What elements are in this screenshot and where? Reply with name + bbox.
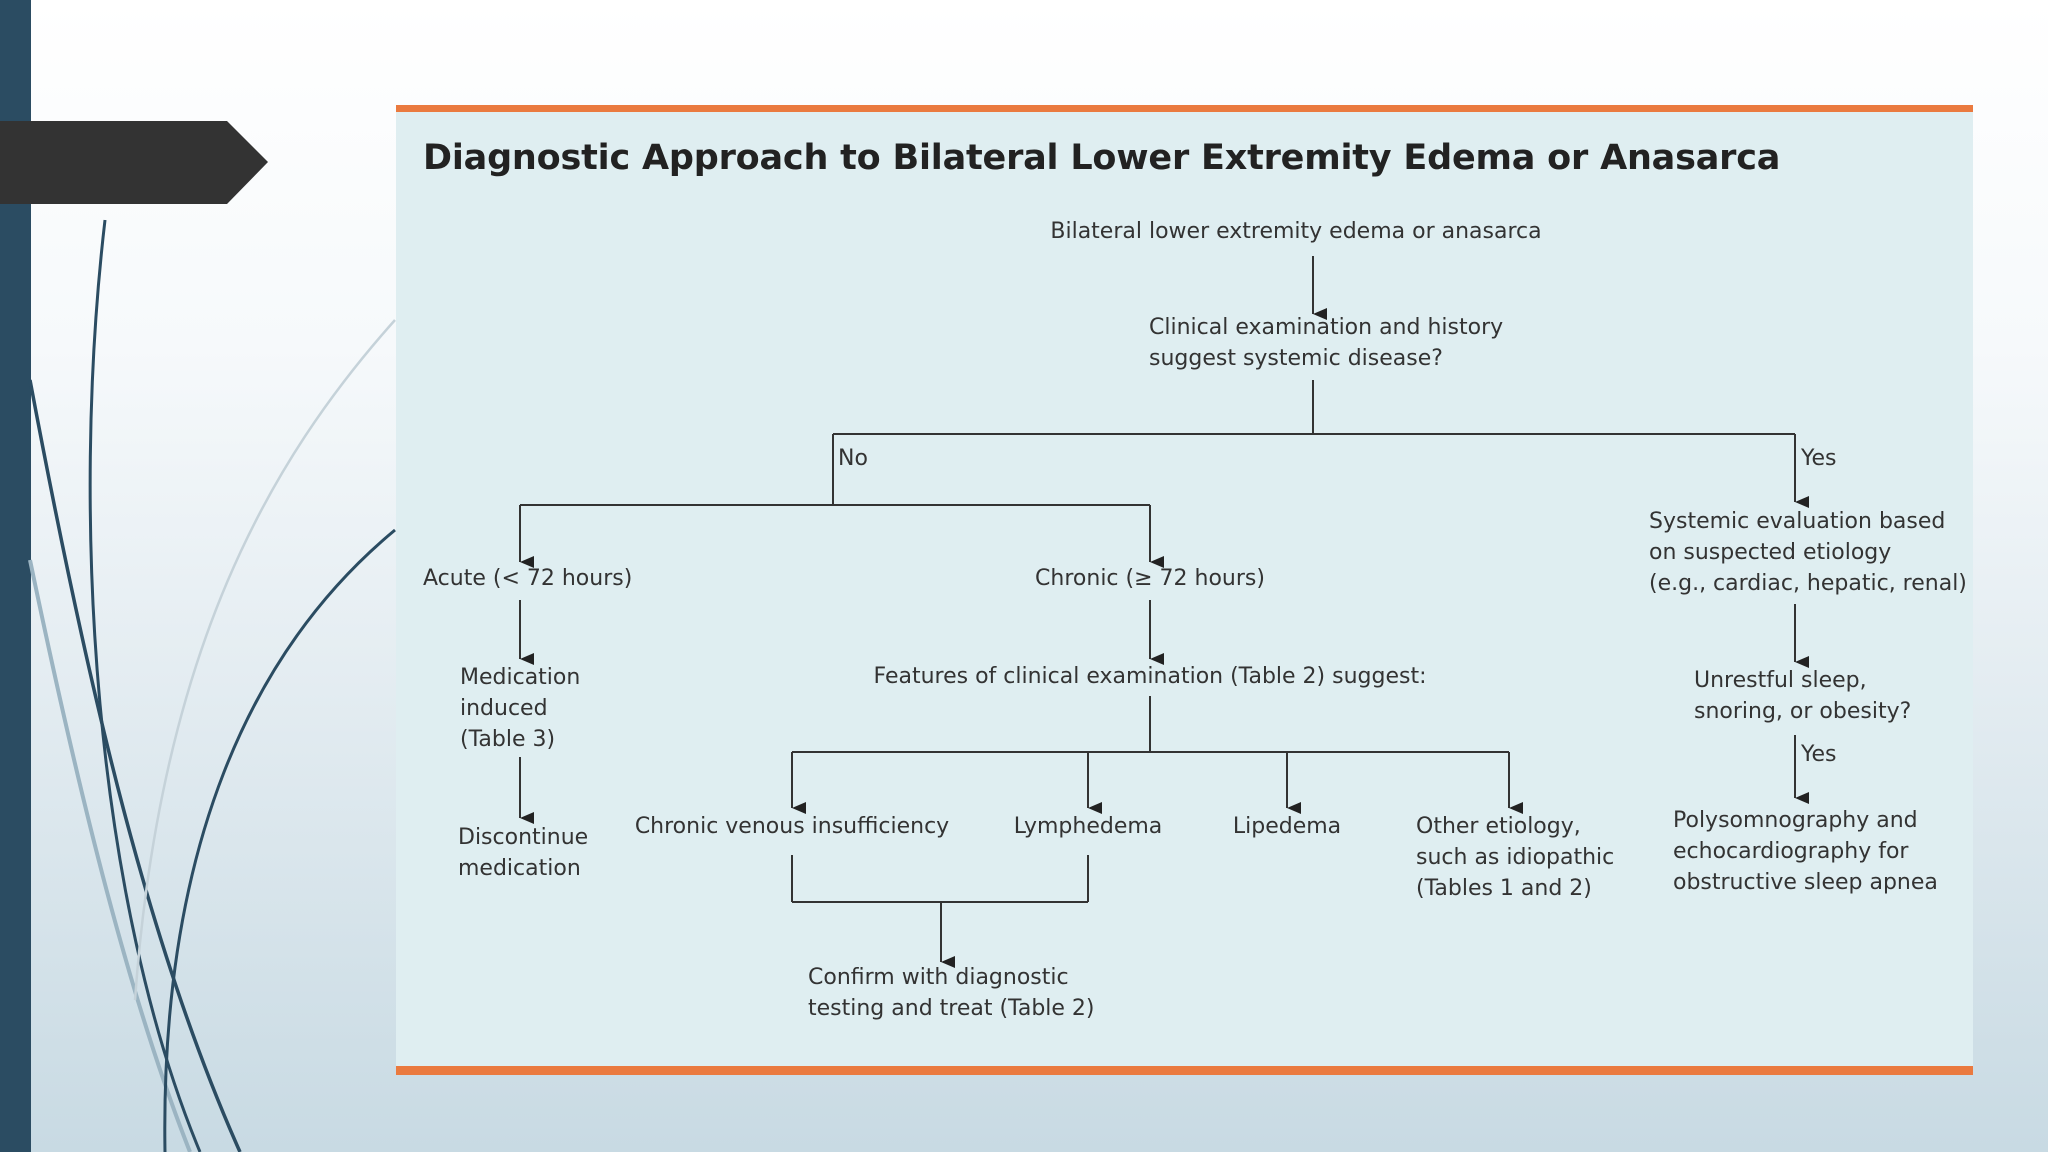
node-lipedema: Lipedema <box>1232 814 1342 839</box>
node-systemic-disease-question: Clinical examination and history suggest… <box>1149 315 1504 371</box>
node-medication-induced: Medication induced (Table 3) <box>460 665 581 752</box>
node-lymphedema: Lymphedema <box>1013 814 1163 839</box>
figure-title: Diagnostic Approach to Bilateral Lower E… <box>423 138 1781 178</box>
node-discontinue-medication: Discontinue medication <box>458 825 589 881</box>
edge-label-no: No <box>838 446 868 471</box>
node-polysomnography: Polysomnography and echocardiography for… <box>1673 808 1938 895</box>
node-sleep-question: Unrestful sleep, snoring, or obesity? <box>1694 668 1912 724</box>
node-systemic-evaluation: Systemic evaluation based on suspected e… <box>1649 509 1967 596</box>
edge-label-yes-sleep: Yes <box>1801 742 1837 767</box>
flowchart-connectors <box>519 256 1809 968</box>
flowchart-panel: Diagnostic Approach to Bilateral Lower E… <box>396 105 1973 1075</box>
node-confirm-diagnostic-testing: Confirm with diagnostic testing and trea… <box>808 965 1095 1021</box>
node-clinical-features: Features of clinical examination (Table … <box>873 664 1427 689</box>
node-acute: Acute (< 72 hours) <box>423 566 633 591</box>
node-start: Bilateral lower extremity edema or anasa… <box>1050 219 1542 244</box>
arrow-tab-shape <box>0 121 268 204</box>
node-chronic: Chronic (≥ 72 hours) <box>1035 566 1265 591</box>
node-chronic-venous-insufficiency: Chronic venous insufficiency <box>634 814 950 839</box>
node-other-etiology: Other etiology, such as idiopathic (Tabl… <box>1416 814 1615 901</box>
edge-label-yes-systemic: Yes <box>1801 446 1837 471</box>
